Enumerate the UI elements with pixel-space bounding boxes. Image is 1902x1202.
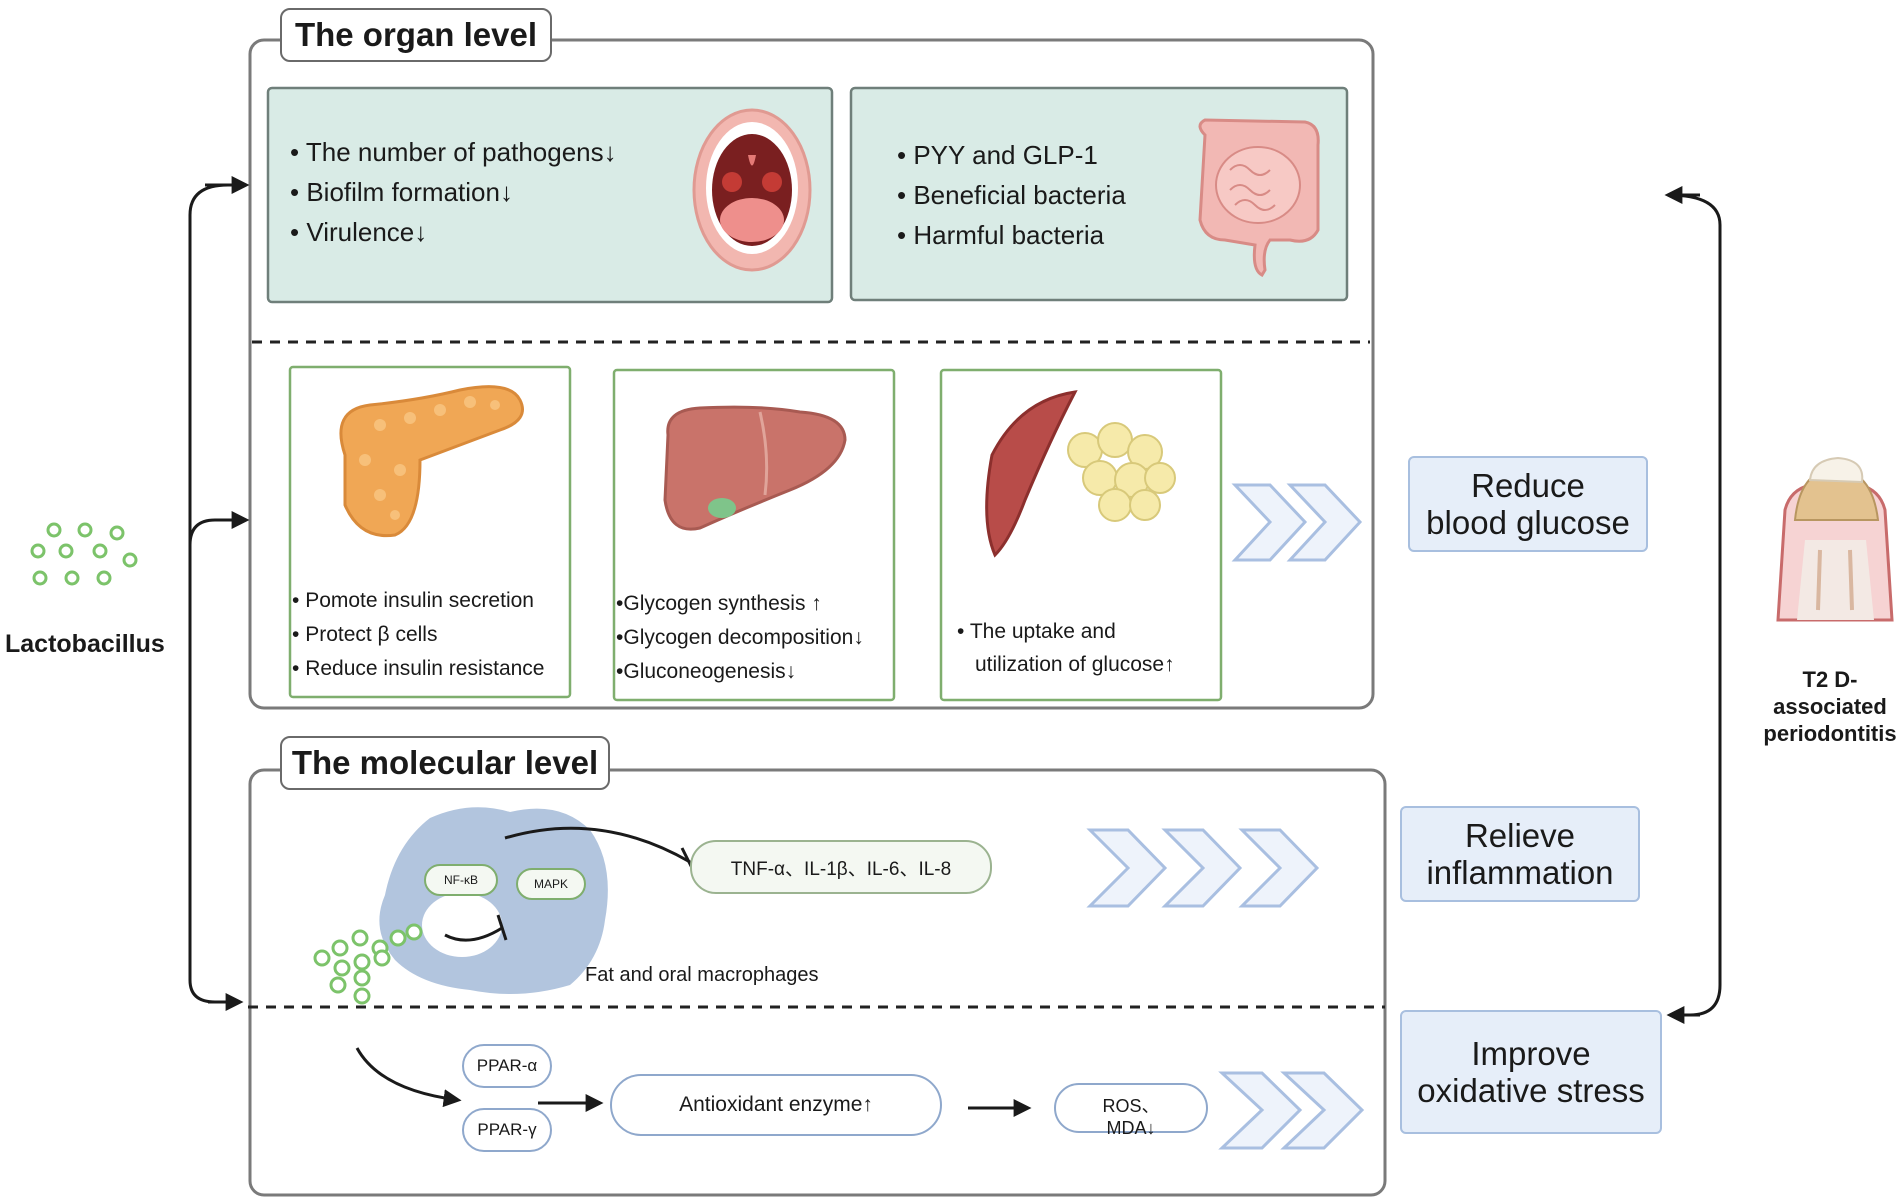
bacteria-cluster-lactobacillus [30, 522, 138, 586]
muscle-panel-text-1: • The uptake and [957, 620, 1116, 643]
ros-mda-pill: ROS、 MDA↓ [1054, 1083, 1208, 1138]
intestine-icon [1198, 118, 1320, 277]
nfkb-pill: NF-κB [424, 864, 498, 896]
inhibit-line-cytokines [504, 826, 691, 864]
liver-icon [663, 405, 847, 531]
list-item: • Reduce insulin resistance [292, 657, 545, 680]
oral-panel-list: • The number of pathogens↓ • Biofilm for… [290, 132, 617, 252]
chevrons-glucose [1231, 483, 1363, 562]
list-item: • Harmful bacteria [897, 220, 1105, 250]
lactobacillus-label: Lactobacillus [5, 630, 165, 658]
mapk-pill: MAPK [516, 868, 586, 900]
liver-panel-list: •Glycogen synthesis ↑ •Glycogen decompos… [616, 587, 864, 689]
periodontitis-label: T2 D- associated periodontitis [1763, 667, 1897, 746]
ppar-alpha-pill: PPAR-α [462, 1044, 552, 1088]
list-item: • Pomote insulin secretion [292, 589, 534, 612]
chevrons-oxidative [1218, 1071, 1365, 1150]
left-bracket [188, 183, 229, 1004]
list-item: • Virulence↓ [290, 217, 428, 247]
muscle-panel-box [939, 368, 1223, 702]
cytokines-pill: TNF-α、IL-1β、IL-6、IL-8 [690, 840, 992, 894]
arrow-into-ppar [355, 1047, 462, 1108]
list-item: • Protect β cells [292, 623, 438, 646]
muscle-panel-text-2: utilization of glucose↑ [975, 653, 1175, 676]
bacteria-cluster-molecular [313, 923, 423, 1005]
list-item: • The number of pathogens↓ [290, 137, 617, 167]
chevrons-inflammation [1086, 828, 1320, 908]
list-item: • Beneficial bacteria [897, 180, 1126, 210]
right-bracket [1667, 193, 1722, 1017]
list-item: • Biofilm formation↓ [290, 177, 513, 207]
pancreas-panel-list: • Pomote insulin secretion • Protect β c… [292, 584, 544, 686]
antioxidant-pill: Antioxidant enzyme↑ [610, 1074, 942, 1136]
molecular-level-title: The molecular level [280, 736, 610, 790]
oral-panel-box [266, 86, 834, 304]
organ-level-title: The organ level [280, 8, 552, 62]
tooth-periodontitis-icon [1776, 456, 1894, 622]
ppar-gamma-pill: PPAR-γ [462, 1108, 552, 1152]
open-mouth-icon [692, 108, 812, 272]
list-item: •Gluconeogenesis↓ [616, 660, 797, 683]
inhibit-line-receptor [444, 926, 503, 942]
macrophage-cell [379, 807, 608, 994]
pancreas-icon [339, 385, 524, 538]
muscle-adipose-icon [985, 390, 1176, 558]
list-item: •Glycogen synthesis ↑ [616, 592, 822, 615]
gut-panel-list: • PYY and GLP-1 • Beneficial bacteria • … [897, 135, 1126, 255]
list-item: • PYY and GLP-1 [897, 140, 1098, 170]
list-item: •Glycogen decomposition↓ [616, 626, 864, 649]
macrophage-label: Fat and oral macrophages [585, 964, 819, 986]
